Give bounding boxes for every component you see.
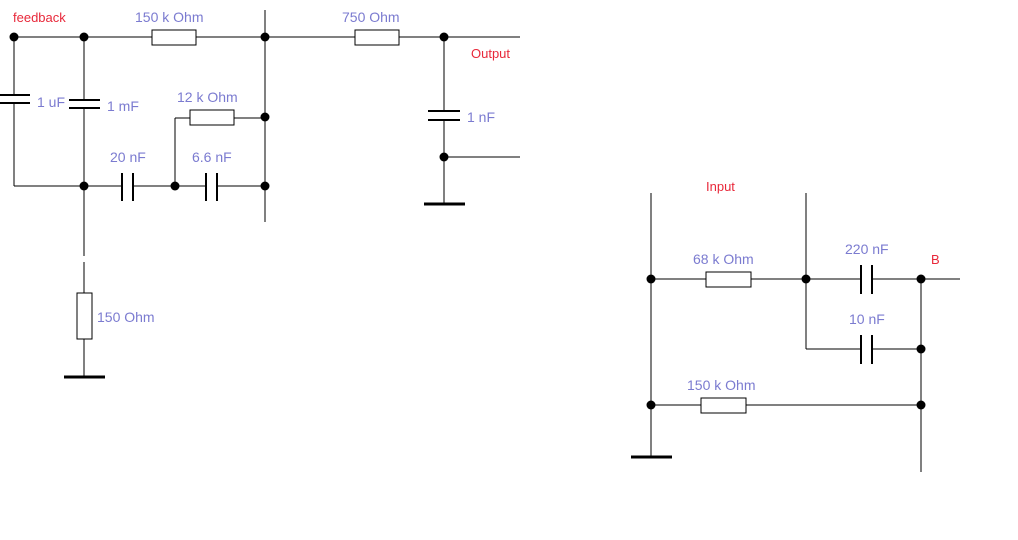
capacitor-1mf — [69, 99, 100, 109]
left-circuit: feedback Output 150 k Ohm 750 Ohm 1 uF 1… — [0, 9, 520, 379]
junction-node — [439, 152, 449, 162]
junction-node — [79, 32, 89, 42]
resistor-12k-value: 12 k Ohm — [177, 89, 238, 105]
capacitor-20nf-value: 20 nF — [110, 149, 146, 165]
junction-node — [9, 32, 19, 42]
resistor-150k-top-value: 150 k Ohm — [135, 9, 203, 25]
junction-node — [170, 181, 180, 191]
resistor-750 — [354, 29, 400, 46]
junction-node — [439, 32, 449, 42]
b-label: B — [931, 252, 940, 267]
capacitor-1nf-value: 1 nF — [467, 109, 495, 125]
junction-node — [916, 400, 926, 410]
resistor-150k-top — [151, 29, 197, 46]
junction-node — [260, 181, 270, 191]
resistor-150k-bottom — [700, 397, 747, 414]
output-label: Output — [471, 46, 510, 61]
capacitor-1uf — [0, 94, 30, 104]
capacitor-220nf — [860, 265, 873, 294]
resistor-750-value: 750 Ohm — [342, 9, 400, 25]
capacitor-1mf-value: 1 mF — [107, 98, 139, 114]
capacitor-6-6nf — [205, 173, 218, 201]
capacitor-1uf-value: 1 uF — [37, 94, 65, 110]
junction-node — [79, 181, 89, 191]
resistor-150 — [76, 292, 93, 340]
resistor-68k — [705, 271, 752, 288]
capacitor-1nf — [428, 110, 460, 121]
junction-node — [801, 274, 811, 284]
resistor-12k — [189, 109, 235, 126]
junction-node — [646, 400, 656, 410]
junction-node — [646, 274, 656, 284]
resistor-150-value: 150 Ohm — [97, 309, 155, 325]
junction-node — [260, 32, 270, 42]
feedback-label: feedback — [13, 10, 66, 25]
right-circuit: Input B 68 k Ohm 220 nF 10 nF 150 k Ohm — [631, 179, 960, 472]
junction-node — [916, 344, 926, 354]
resistor-68k-value: 68 k Ohm — [693, 251, 754, 267]
capacitor-20nf — [121, 173, 134, 201]
capacitor-10nf-value: 10 nF — [849, 311, 885, 327]
capacitor-6-6nf-value: 6.6 nF — [192, 149, 232, 165]
input-label: Input — [706, 179, 735, 194]
junction-node — [260, 112, 270, 122]
junction-node — [916, 274, 926, 284]
resistor-150k-bottom-value: 150 k Ohm — [687, 377, 755, 393]
capacitor-10nf — [860, 335, 873, 364]
capacitor-220nf-value: 220 nF — [845, 241, 889, 257]
